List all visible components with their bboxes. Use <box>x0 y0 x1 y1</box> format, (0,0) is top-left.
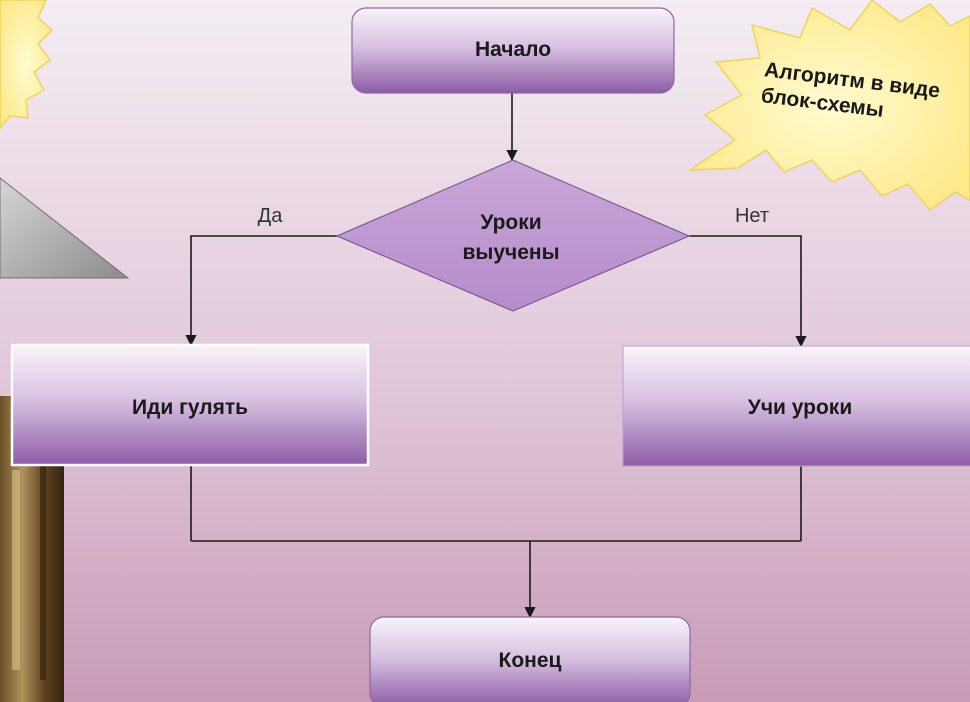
connector-yes-branch <box>185 235 337 347</box>
callout-burst: Алгоритм в виде блок-схемы <box>687 0 970 212</box>
no-action-label: Учи уроки <box>748 396 852 419</box>
yes-action-label: Иди гулять <box>132 396 248 419</box>
decision-label-line1: Уроки <box>480 211 541 234</box>
end-node: Конец <box>369 616 691 702</box>
yes-action-node: Иди гулять <box>10 343 370 467</box>
grey-triangle-decoration <box>0 177 130 279</box>
connector-no-branch <box>689 235 807 348</box>
decision-label-line2: выучены <box>462 241 559 264</box>
end-label: Конец <box>499 649 562 672</box>
left-burst-decoration <box>0 0 54 130</box>
connectors <box>185 93 807 619</box>
no-branch-label: Нет <box>735 205 769 227</box>
decision-node: Уроки выучены <box>335 159 691 312</box>
no-action-node: Учи уроки <box>622 345 970 467</box>
start-node: Начало <box>351 7 675 94</box>
yes-branch-label: Да <box>258 205 284 227</box>
start-label: Начало <box>475 38 551 61</box>
